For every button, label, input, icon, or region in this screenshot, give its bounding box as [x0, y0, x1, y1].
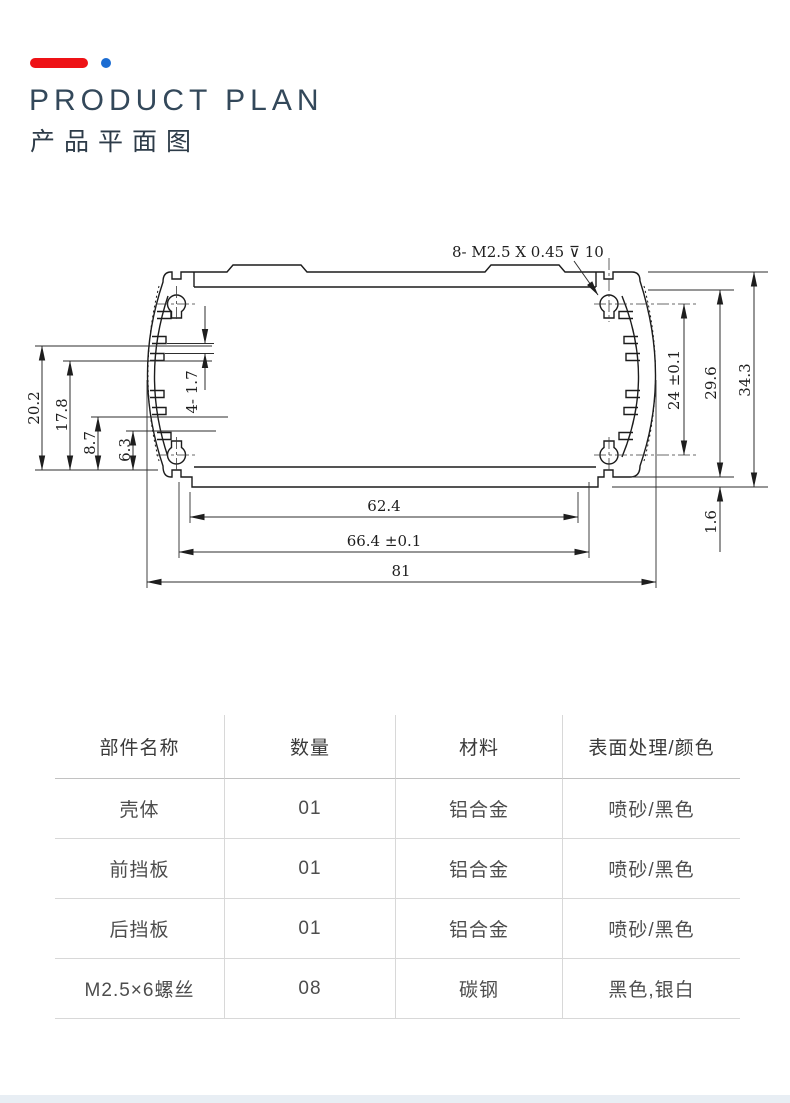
table-cell: 08 [225, 959, 396, 1019]
table-cell: 壳体 [55, 779, 225, 839]
dim-34-3: 34.3 [736, 363, 754, 396]
right-wall-ribs [618, 310, 640, 441]
boss-centerlines [156, 258, 698, 473]
footer-bar [0, 1095, 790, 1103]
table-cell: 01 [225, 779, 396, 839]
table-cell: 铝合金 [396, 839, 563, 899]
dim-1-6: 1.6 [702, 510, 720, 534]
dim-20-2: 20.2 [25, 391, 43, 424]
table-cell: 喷砂/黑色 [563, 839, 740, 899]
table-cell: 01 [225, 839, 396, 899]
technical-drawing: 8- M2.5 X 0.45 ⊽ 10 20.2 17.8 8.7 6.3 4-… [25, 243, 768, 588]
table-cell: 01 [225, 899, 396, 959]
table-header-part: 部件名称 [55, 715, 225, 779]
table-cell: 喷砂/黑色 [563, 779, 740, 839]
table-header-finish: 表面处理/颜色 [563, 715, 740, 779]
table-cell: 后挡板 [55, 899, 225, 959]
dim-slot: 4- 1.7 [183, 370, 201, 413]
table-cell: 黑色,银白 [563, 959, 740, 1019]
dimension-lines [38, 260, 758, 586]
page-subtitle: 产品平面图 [30, 128, 201, 156]
table-cell: 铝合金 [396, 779, 563, 839]
dim-66-4: 66.4 ±0.1 [347, 532, 422, 550]
thread-annotation: 8- M2.5 X 0.45 ⊽ 10 [452, 243, 604, 261]
spec-table: 部件名称 数量 材料 表面处理/颜色 壳体 01 铝合金 喷砂/黑色 前挡板 0… [55, 715, 740, 1019]
enclosure-profile [146, 264, 657, 488]
table-header-qty: 数量 [225, 715, 396, 779]
accent-bar [30, 58, 88, 68]
table-cell: 前挡板 [55, 839, 225, 899]
dim-17-8: 17.8 [53, 398, 71, 431]
table-cell: 喷砂/黑色 [563, 899, 740, 959]
dim-62-4: 62.4 [367, 497, 400, 515]
page-title: PRODUCT PLAN [29, 84, 324, 117]
accent-decoration [30, 58, 111, 69]
dim-81: 81 [391, 562, 410, 580]
dim-29-6: 29.6 [702, 366, 720, 399]
table-cell: 碳钢 [396, 959, 563, 1019]
dim-8-7: 8.7 [81, 431, 99, 455]
dim-24: 24 ±0.1 [665, 350, 683, 410]
dimension-labels: 8- M2.5 X 0.45 ⊽ 10 20.2 17.8 8.7 6.3 4-… [25, 243, 754, 580]
dim-6-3: 6.3 [116, 438, 134, 462]
table-cell: 铝合金 [396, 899, 563, 959]
table-header-material: 材料 [396, 715, 563, 779]
table-cell: M2.5×6螺丝 [55, 959, 225, 1019]
accent-dot [101, 58, 111, 68]
